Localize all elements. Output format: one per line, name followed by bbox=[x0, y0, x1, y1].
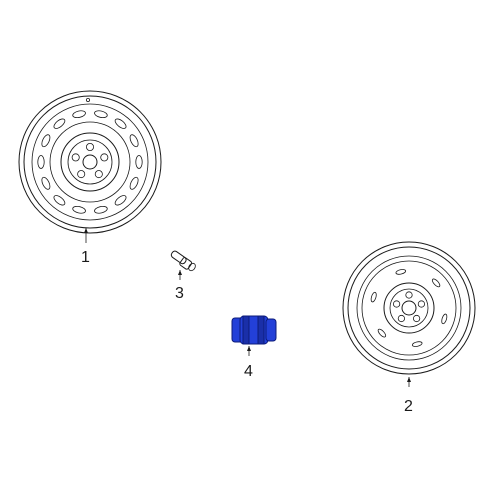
vent-slot bbox=[94, 110, 108, 119]
vent-slot bbox=[41, 176, 51, 190]
vent-slot bbox=[72, 205, 86, 214]
vent-slot bbox=[53, 118, 66, 129]
vent-slot bbox=[114, 118, 127, 129]
callout-4: 4 bbox=[244, 363, 253, 380]
vent-slot bbox=[72, 110, 86, 119]
lug-hole bbox=[77, 170, 86, 179]
lug-hole bbox=[405, 291, 413, 299]
callout-3: 3 bbox=[175, 285, 184, 302]
lug-hole bbox=[397, 314, 405, 323]
lug-hole bbox=[100, 153, 109, 162]
valve-stem-part-3[interactable] bbox=[170, 250, 197, 280]
lug-hole bbox=[71, 153, 80, 162]
vent-slot bbox=[53, 195, 66, 206]
callout-1: 1 bbox=[81, 249, 90, 266]
vent-slot bbox=[114, 195, 127, 206]
vent-slot bbox=[41, 134, 51, 148]
vent-slot bbox=[135, 155, 143, 169]
wheel-assembly-part-1[interactable] bbox=[18, 90, 162, 243]
lug-hole bbox=[412, 314, 421, 323]
rib bbox=[377, 328, 387, 338]
lug-hole bbox=[392, 300, 401, 308]
spare-lug-holes bbox=[392, 291, 425, 323]
lug-hole bbox=[417, 300, 425, 308]
spare-wheel-ribs bbox=[370, 269, 448, 347]
rib bbox=[441, 313, 448, 325]
spare-wheel-part-2[interactable] bbox=[342, 241, 476, 387]
vent-slot bbox=[94, 205, 108, 214]
wheel-lug-holes bbox=[71, 142, 109, 179]
rib bbox=[431, 278, 441, 288]
lug-hole bbox=[86, 142, 95, 151]
rib bbox=[395, 269, 407, 275]
rib bbox=[370, 291, 377, 303]
vent-slot bbox=[129, 176, 139, 190]
vent-slot bbox=[37, 155, 45, 169]
lug-hole bbox=[94, 170, 103, 179]
lug-nut-part-4[interactable] bbox=[231, 315, 277, 356]
wheel-vent-slots bbox=[37, 110, 143, 214]
vent-slot bbox=[129, 134, 139, 148]
rib bbox=[411, 341, 423, 347]
callout-2: 2 bbox=[404, 398, 413, 415]
